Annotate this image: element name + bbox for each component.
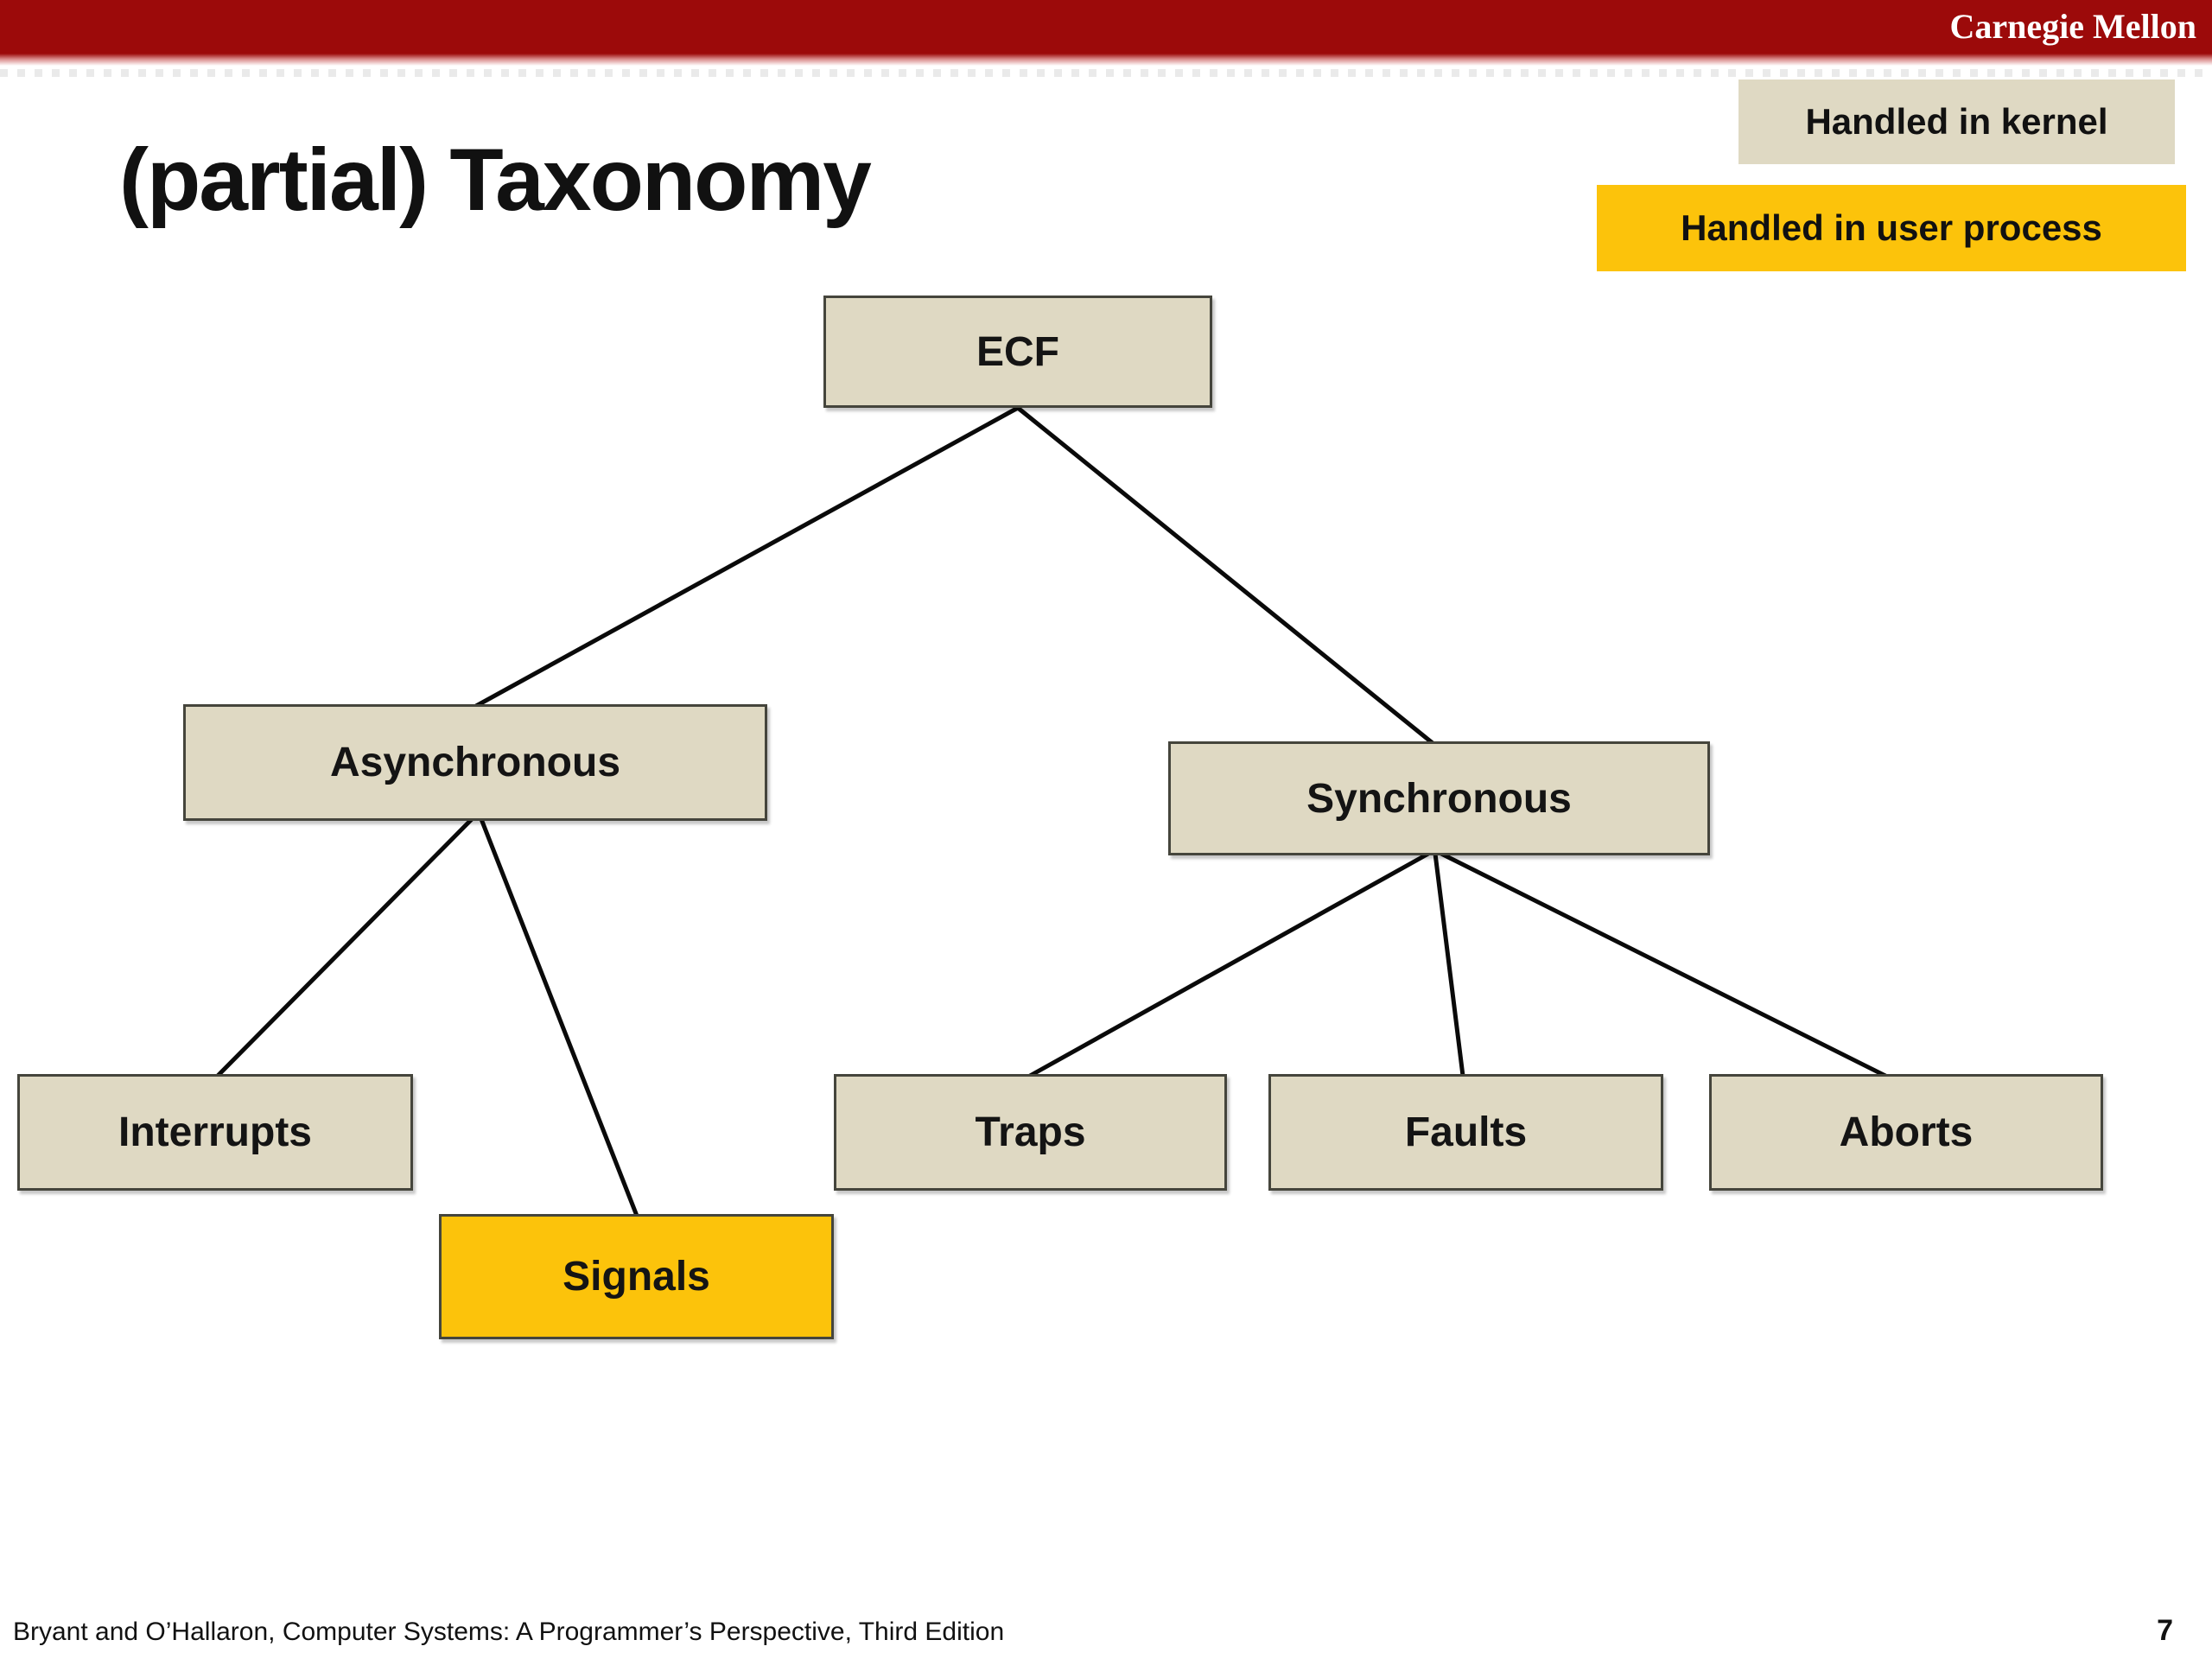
legend-handled-in-kernel: Handled in kernel	[1738, 79, 2175, 164]
edge-asynchronous-interrupts	[215, 817, 474, 1078]
edge-ecf-asynchronous	[474, 405, 1020, 709]
header-dashed-divider	[0, 69, 2212, 77]
node-faults: Faults	[1268, 1074, 1663, 1191]
edge-synchronous-faults	[1433, 851, 1465, 1078]
node-asynchronous-label: Asynchronous	[329, 740, 621, 785]
brand-wordmark: Carnegie Mellon	[1949, 7, 2197, 46]
footer-citation: Bryant and O’Hallaron, Computer Systems:…	[13, 1618, 1005, 1646]
node-synchronous: Synchronous	[1168, 741, 1710, 855]
header-fade	[0, 54, 2212, 66]
node-ecf-label: ECF	[976, 328, 1059, 375]
node-faults-label: Faults	[1404, 1109, 1528, 1155]
node-interrupts: Interrupts	[17, 1074, 413, 1191]
page-title: (partial) Taxonomy	[119, 130, 872, 229]
node-traps-label: Traps	[975, 1109, 1086, 1155]
node-interrupts-label: Interrupts	[118, 1109, 312, 1155]
node-signals: Signals	[439, 1214, 834, 1339]
edge-synchronous-traps	[1027, 851, 1431, 1078]
edge-asynchronous-signals	[479, 817, 639, 1218]
node-aborts-label: Aborts	[1839, 1109, 1974, 1155]
legend-user-label: Handled in user process	[1681, 207, 2102, 248]
node-aborts: Aborts	[1709, 1074, 2103, 1191]
legend-kernel-label: Handled in kernel	[1805, 101, 2108, 142]
node-signals-label: Signals	[563, 1254, 710, 1300]
page-number: 7	[2157, 1614, 2173, 1647]
node-traps: Traps	[834, 1074, 1227, 1191]
edge-synchronous-aborts	[1439, 851, 1888, 1078]
node-ecf: ECF	[823, 296, 1212, 408]
node-asynchronous: Asynchronous	[183, 704, 767, 821]
node-synchronous-label: Synchronous	[1306, 775, 1572, 822]
header-bar	[0, 0, 2212, 54]
legend-handled-in-user-process: Handled in user process	[1597, 185, 2186, 271]
edge-ecf-synchronous	[1015, 405, 1435, 746]
